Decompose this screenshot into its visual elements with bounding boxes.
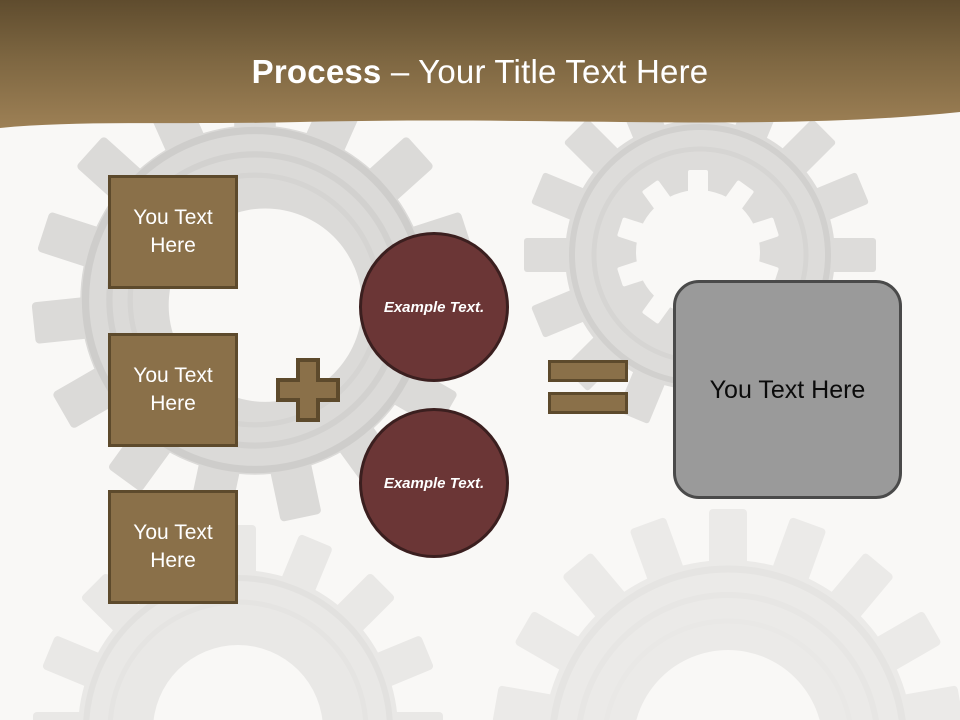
equals-icon	[548, 358, 630, 418]
input-box-2-label: You Text Here	[133, 364, 213, 415]
result-box-label: You Text Here	[709, 375, 866, 404]
modifier-circle-2[interactable]: Example Text.	[359, 408, 509, 558]
page-title-rest: – Your Title Text Here	[381, 53, 709, 90]
plus-icon	[276, 358, 340, 422]
modifier-circle-1-label: Example Text.	[383, 298, 485, 316]
page-title-bold: Process	[251, 53, 382, 90]
equals-bar-top	[548, 360, 628, 382]
header-banner	[0, 0, 960, 130]
page-title: Process – Your Title Text Here	[0, 52, 960, 92]
input-box-2[interactable]: You Text Here	[108, 333, 238, 447]
result-box[interactable]: You Text Here	[673, 280, 902, 499]
input-box-1[interactable]: You Text Here	[108, 175, 238, 289]
modifier-circle-2-label: Example Text.	[383, 474, 485, 492]
equals-bar-bottom	[548, 392, 628, 414]
input-box-3[interactable]: You Text Here	[108, 490, 238, 604]
input-box-3-label: You Text Here	[133, 521, 213, 572]
input-box-1-label: You Text Here	[133, 206, 213, 257]
modifier-circle-1[interactable]: Example Text.	[359, 232, 509, 382]
